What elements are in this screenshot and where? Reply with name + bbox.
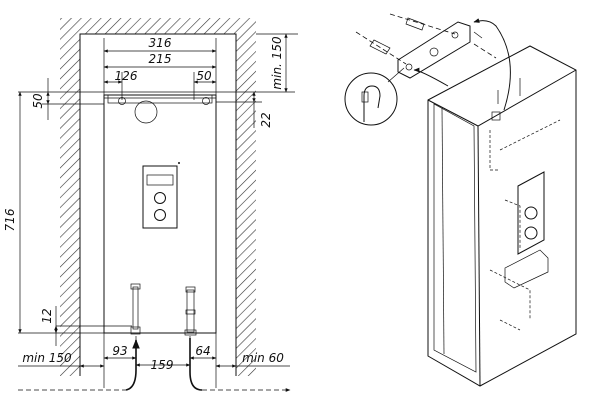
- dim-50-left: 50: [31, 93, 45, 109]
- dim-12: 12: [40, 308, 54, 323]
- dim-159: 159: [151, 358, 174, 372]
- dim-12-group: 12: [40, 306, 132, 346]
- wall-bracket: [397, 21, 471, 79]
- iso-knob-top: [524, 206, 538, 220]
- dim-716: 716: [3, 208, 17, 231]
- dim-min150-top: min. 150: [270, 36, 284, 90]
- dim-22: 22: [259, 112, 273, 127]
- detail-circle: [344, 67, 405, 126]
- dim-22-group: 22: [216, 91, 273, 128]
- dim-316: 316: [149, 36, 172, 50]
- dim-64: 64: [195, 344, 210, 358]
- dim-716-group: 716: [3, 91, 22, 334]
- mounting-arrows: [413, 18, 511, 111]
- control-knob-bottom: [154, 209, 166, 221]
- mounting-hole-right: [202, 97, 210, 105]
- top-dimensions: 316 215 126 50: [103, 36, 217, 100]
- dim-93: 93: [112, 344, 127, 358]
- wall-hatching: [60, 18, 256, 376]
- front-view-drawing: 316 215 126 50 min. 150 22: [3, 18, 298, 392]
- heater-front-outline: [103, 94, 217, 334]
- dim-50-left-group: 50: [31, 78, 104, 120]
- control-panel: [142, 162, 180, 229]
- dim-215: 215: [149, 52, 172, 66]
- dim-min150-top-group: min. 150: [256, 33, 298, 93]
- isometric-view: [344, 13, 577, 387]
- dim-min150-bottom: min 150: [22, 351, 72, 365]
- iso-knob-bottom: [524, 226, 538, 240]
- control-knob-top: [154, 192, 166, 204]
- heater-isometric-body: [427, 45, 577, 387]
- cable-entry-circle: [134, 100, 158, 124]
- screws: [355, 13, 497, 65]
- dim-126: 126: [115, 69, 138, 83]
- iso-control-panel: [517, 171, 545, 255]
- water-flow-arrows: [18, 338, 291, 392]
- display-window: [146, 174, 174, 186]
- water-pipes: [130, 283, 197, 336]
- dim-min60: min 60: [242, 351, 284, 365]
- dim-50-top: 50: [196, 69, 212, 83]
